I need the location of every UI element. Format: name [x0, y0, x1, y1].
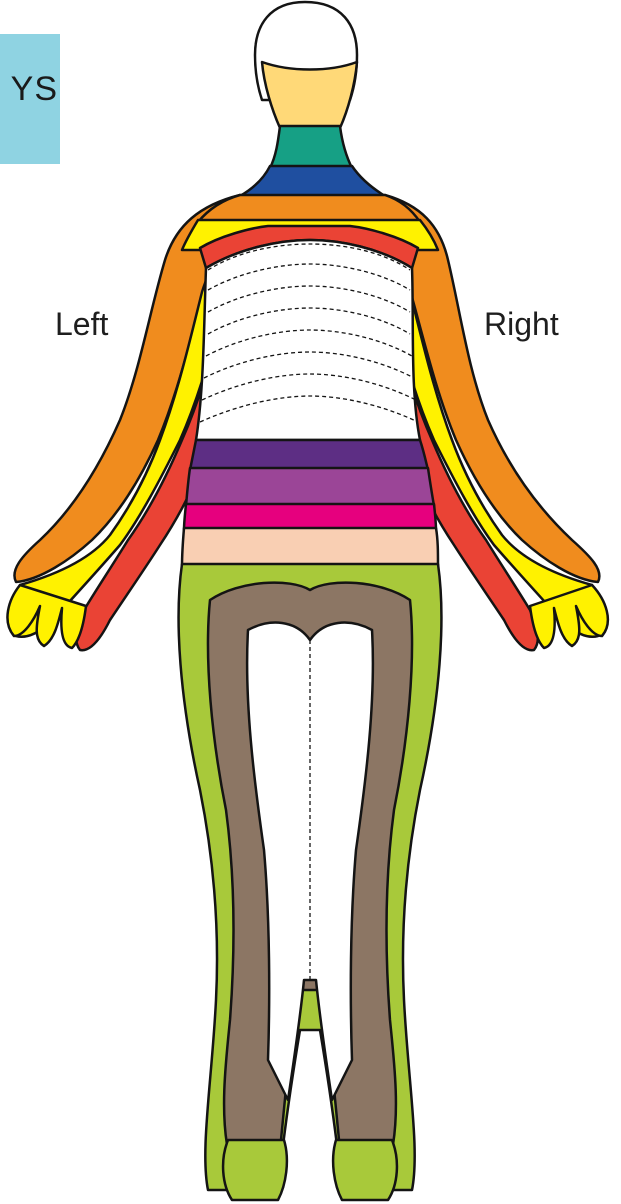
l3-band [184, 504, 436, 530]
left-foot [223, 1140, 287, 1200]
l2-band [186, 468, 434, 506]
l1-band [190, 440, 428, 470]
torso-c5 [198, 195, 420, 222]
l4-band [182, 528, 438, 566]
c4-band [240, 166, 385, 196]
c3-band [270, 126, 352, 168]
c2-band [262, 62, 357, 128]
right-foot [333, 1140, 397, 1200]
